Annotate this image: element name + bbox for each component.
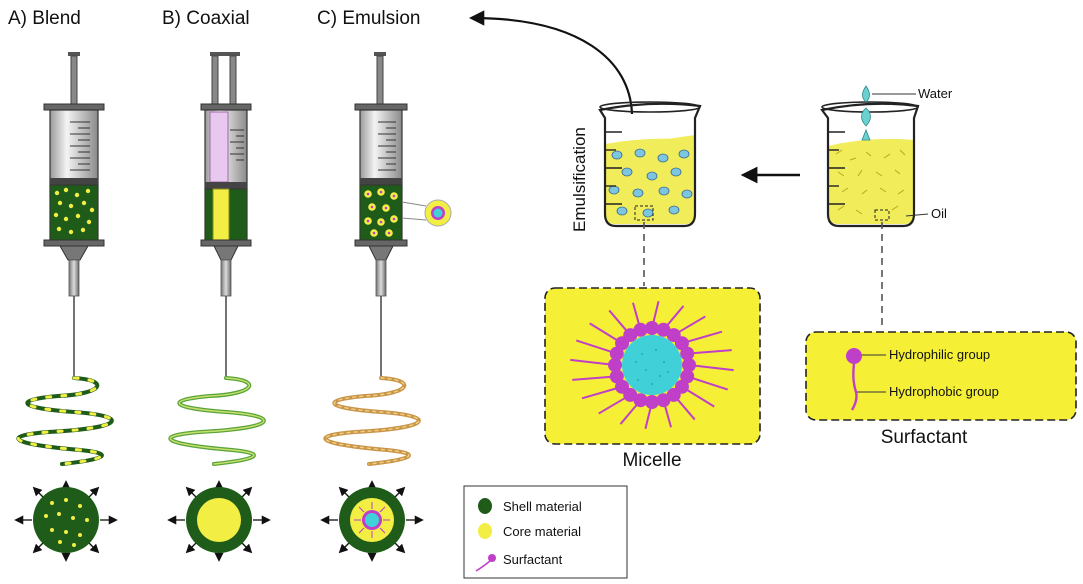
micelle-head (633, 393, 648, 408)
micelle-head (609, 369, 624, 384)
fiber-emulsion (323, 376, 421, 466)
legend-swatch-shell (478, 498, 492, 514)
cross-section-blend (14, 480, 118, 562)
legend: Shell material Core material Surfactant (463, 485, 628, 579)
micelle-tail (575, 339, 618, 355)
micelle-head (656, 393, 671, 408)
micelle-head (656, 322, 671, 337)
label-water: Water (918, 86, 953, 101)
micelle-head (666, 387, 681, 402)
cross-section-coaxial (167, 480, 271, 562)
legend-label-core: Core material (503, 524, 581, 539)
syringe-coaxial (200, 52, 252, 378)
micelle-head (645, 395, 659, 409)
micelle-head (615, 379, 630, 394)
fiber-blend (16, 376, 114, 466)
label-hydrophobic: Hydrophobic group (889, 384, 999, 399)
micelle-head (674, 336, 689, 351)
legend-label-shell: Shell material (503, 499, 582, 514)
micelle-tail (688, 364, 734, 372)
beaker-oil-water (820, 85, 929, 228)
syringe-emulsion (354, 52, 452, 378)
cross-section-emulsion (320, 480, 424, 562)
micelle-head (623, 328, 638, 343)
micelle-head (608, 358, 622, 372)
legend-swatch-surfactant (475, 554, 496, 572)
micelle-tail (687, 349, 732, 355)
micelle-inset (544, 287, 761, 445)
beaker-emulsion (598, 101, 702, 228)
label-emulsification: Emulsification (570, 127, 589, 232)
curved-arrow-to-emulsion (468, 10, 634, 115)
micelle-head (633, 322, 648, 337)
label-oil: Oil (931, 206, 947, 221)
syringe-blend (43, 52, 105, 378)
micelle-tail (572, 375, 617, 381)
hydrophobic-tail (850, 363, 858, 411)
water-drops (861, 85, 871, 141)
title-emulsion: C) Emulsion (317, 8, 420, 29)
label-micelle: Micelle (622, 450, 681, 471)
fiber-coaxial (168, 376, 266, 466)
micelle-head (680, 369, 695, 384)
label-hydrophilic: Hydrophilic group (889, 347, 990, 362)
legend-swatch-core (478, 523, 492, 539)
micelle-tail (570, 358, 616, 366)
micelle-head (682, 358, 696, 372)
micelle-head (680, 346, 695, 361)
micelle-head (645, 321, 659, 335)
legend-label-surfactant: Surfactant (503, 552, 563, 567)
label-surfactant: Surfactant (881, 427, 968, 448)
hydrophilic-head (846, 348, 862, 364)
title-blend: A) Blend (8, 8, 81, 29)
surfactant-inset (805, 331, 1077, 421)
title-coaxial: B) Coaxial (162, 8, 250, 29)
micelle-tail (686, 375, 729, 391)
micelle-head (609, 346, 624, 361)
